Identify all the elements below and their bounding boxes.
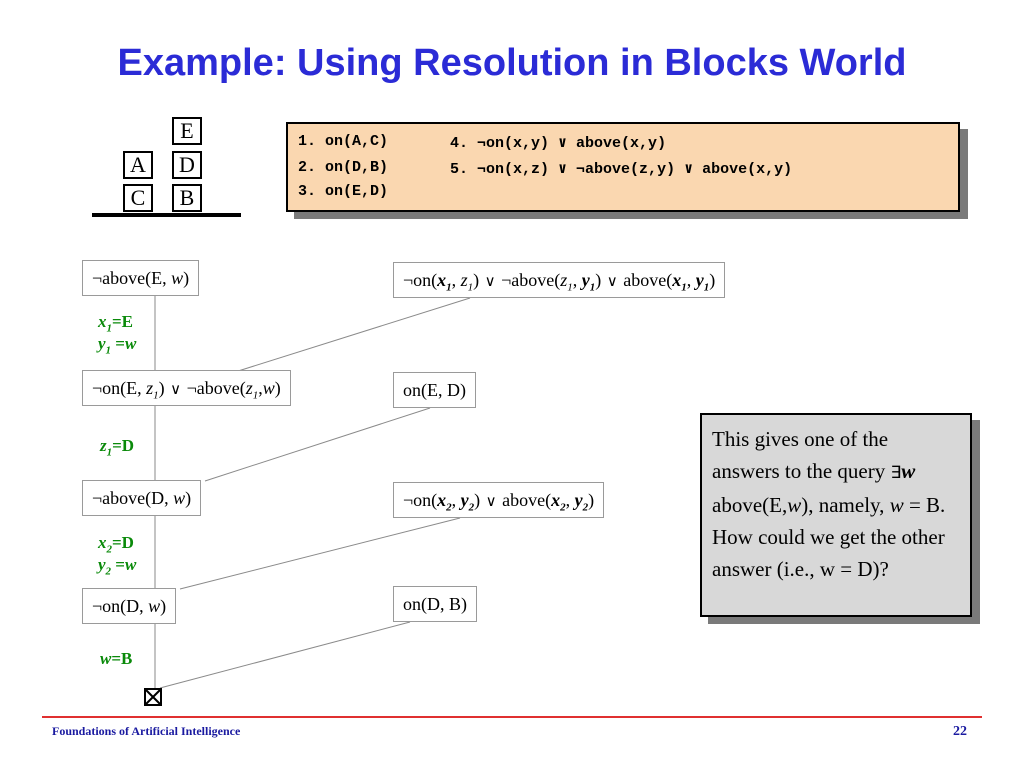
edge-r3-n4 [179, 517, 461, 590]
node-resolvent-2: ¬above(D, w) [82, 480, 202, 516]
subst-y2: y2 =w [98, 555, 137, 578]
node-goal-negation: ¬above(E, w) [82, 260, 200, 296]
page-number: 22 [953, 724, 967, 739]
block-a: A [123, 151, 153, 179]
table-floor [92, 213, 241, 217]
answer-note-box: This gives one of the answers to the que… [700, 413, 972, 617]
kb-clause-3: 3. on(E,D) [298, 183, 389, 200]
subst-x2: x2=D [98, 533, 134, 556]
edge-r4-empty [159, 621, 411, 689]
block-e: E [172, 117, 202, 145]
node-clause-4-renamed: ¬on(x2, y2) ∨ above(x2, y2) [393, 482, 605, 518]
kb-clause-1: 1. on(A,C) [298, 133, 389, 150]
kb-clause-4: 4. ¬on(x,y) ∨ above(x,y) [450, 135, 667, 152]
subst-x1: x1=E [98, 312, 134, 335]
kb-clause-2: 2. on(D,B) [298, 159, 389, 176]
slide-title: Example: Using Resolution in Blocks Worl… [117, 42, 907, 84]
node-clause-5-renamed: ¬on(x1, z1) ∨ ¬above(z1, y1) ∨ above(x1,… [393, 262, 726, 298]
block-c: C [123, 184, 153, 212]
node-clause-2: on(D, B) [393, 586, 477, 622]
empty-clause-icon [144, 688, 162, 706]
footer-course-title: Foundations of Artificial Intelligence [52, 724, 241, 738]
block-b: B [172, 184, 202, 212]
node-resolvent-3: ¬on(D, w) [82, 588, 177, 624]
block-d: D [172, 151, 202, 179]
edge-r2-n3 [204, 407, 431, 482]
footer-rule [42, 716, 982, 718]
subst-z1: z1=D [100, 436, 135, 459]
subst-w: w=B [100, 649, 133, 668]
edge-r1-n2 [234, 297, 471, 373]
knowledge-base-box: 1. on(A,C) 2. on(D,B) 3. on(E,D) 4. ¬on(… [286, 122, 960, 212]
subst-y1: y1 =w [98, 334, 137, 357]
node-resolvent-1: ¬on(E, z1) ∨ ¬above(z1,w) [82, 370, 291, 406]
kb-clause-5: 5. ¬on(x,z) ∨ ¬above(z,y) ∨ above(x,y) [450, 161, 793, 178]
node-clause-3: on(E, D) [393, 372, 476, 408]
